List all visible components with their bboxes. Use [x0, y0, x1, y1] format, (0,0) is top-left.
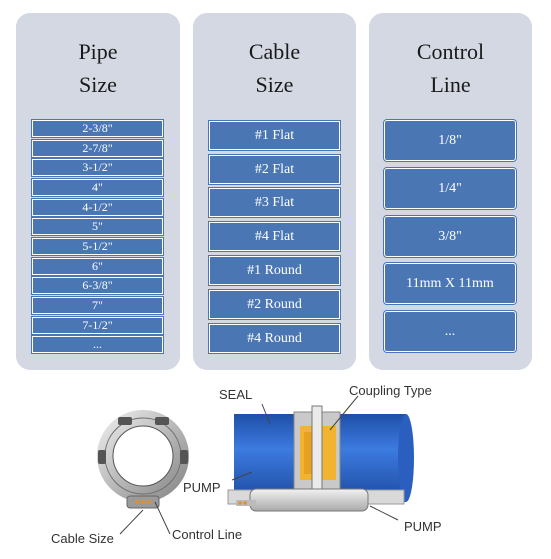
pipe-size-option[interactable]: 7-1/2"	[32, 317, 163, 334]
pipe-size-title: Pipe Size	[16, 35, 180, 101]
cable-size-label: Cable Size	[51, 531, 114, 546]
cable-size-option[interactable]: #1 Flat	[209, 121, 340, 150]
pipe-size-option[interactable]: 2-3/8"	[32, 120, 163, 137]
pipe-size-option[interactable]: ...	[32, 336, 163, 353]
pipe-size-title-line2: Size	[79, 72, 117, 97]
pipe-size-option[interactable]: 4-1/2"	[32, 199, 163, 216]
seal-label: SEAL	[219, 387, 253, 402]
cable-size-option[interactable]: #4 Flat	[209, 222, 340, 251]
control-line-option[interactable]: 1/4"	[384, 168, 516, 209]
pipe-coupling-illustration	[227, 395, 414, 521]
cable-protector-diagram: SEAL Coupling Type PUMP PUMP Cable Size …	[0, 372, 551, 554]
pipe-size-option[interactable]: 7"	[32, 297, 163, 314]
pipe-size-option[interactable]: 3-1/2"	[32, 159, 163, 176]
cable-size-option[interactable]: #4 Round	[209, 324, 340, 353]
pipe-size-option[interactable]: 5-1/2"	[32, 238, 163, 255]
coupling-type-label: Coupling Type	[349, 383, 432, 398]
cable-size-title-line1: Cable	[248, 39, 301, 64]
control-line-title-line2: Line	[430, 72, 471, 97]
diagram-graphic	[97, 395, 414, 535]
pipe-size-option[interactable]: 6-3/8"	[32, 277, 163, 294]
pipe-size-panel: Pipe Size 2-3/8" 2-7/8" 3-1/2" 4" 4-1/2"…	[16, 13, 180, 370]
control-line-option[interactable]: 1/8"	[384, 120, 516, 161]
pipe-size-option[interactable]: 2-7/8"	[32, 140, 163, 157]
control-line-option[interactable]: ...	[384, 311, 516, 352]
cable-size-panel: Cable Size #1 Flat #2 Flat #3 Flat #4 Fl…	[193, 13, 356, 370]
control-line-panel: Control Line 1/8" 1/4" 3/8" 11mm X 11mm …	[369, 13, 532, 370]
cable-size-title-line2: Size	[255, 72, 294, 97]
control-line-title: Control Line	[369, 35, 532, 101]
control-line-option[interactable]: 3/8"	[384, 216, 516, 257]
pipe-size-option[interactable]: 5"	[32, 218, 163, 235]
cable-size-title: Cable Size	[193, 35, 356, 101]
cable-size-option[interactable]: #2 Flat	[209, 155, 340, 184]
cable-size-option[interactable]: #1 Round	[209, 256, 340, 285]
control-line-option[interactable]: 11mm X 11mm	[384, 263, 516, 304]
cable-size-option[interactable]: #3 Flat	[209, 188, 340, 217]
pump-left-label: PUMP	[183, 480, 221, 495]
control-line-label: Control Line	[172, 527, 243, 542]
cable-size-option[interactable]: #2 Round	[209, 290, 340, 319]
pipe-size-title-line1: Pipe	[78, 39, 118, 64]
pipe-size-option[interactable]: 6"	[32, 258, 163, 275]
ring-clamp-illustration	[97, 410, 189, 535]
control-line-title-line1: Control	[416, 39, 485, 64]
pump-right-label: PUMP	[404, 519, 442, 534]
pipe-size-option[interactable]: 4"	[32, 179, 163, 196]
